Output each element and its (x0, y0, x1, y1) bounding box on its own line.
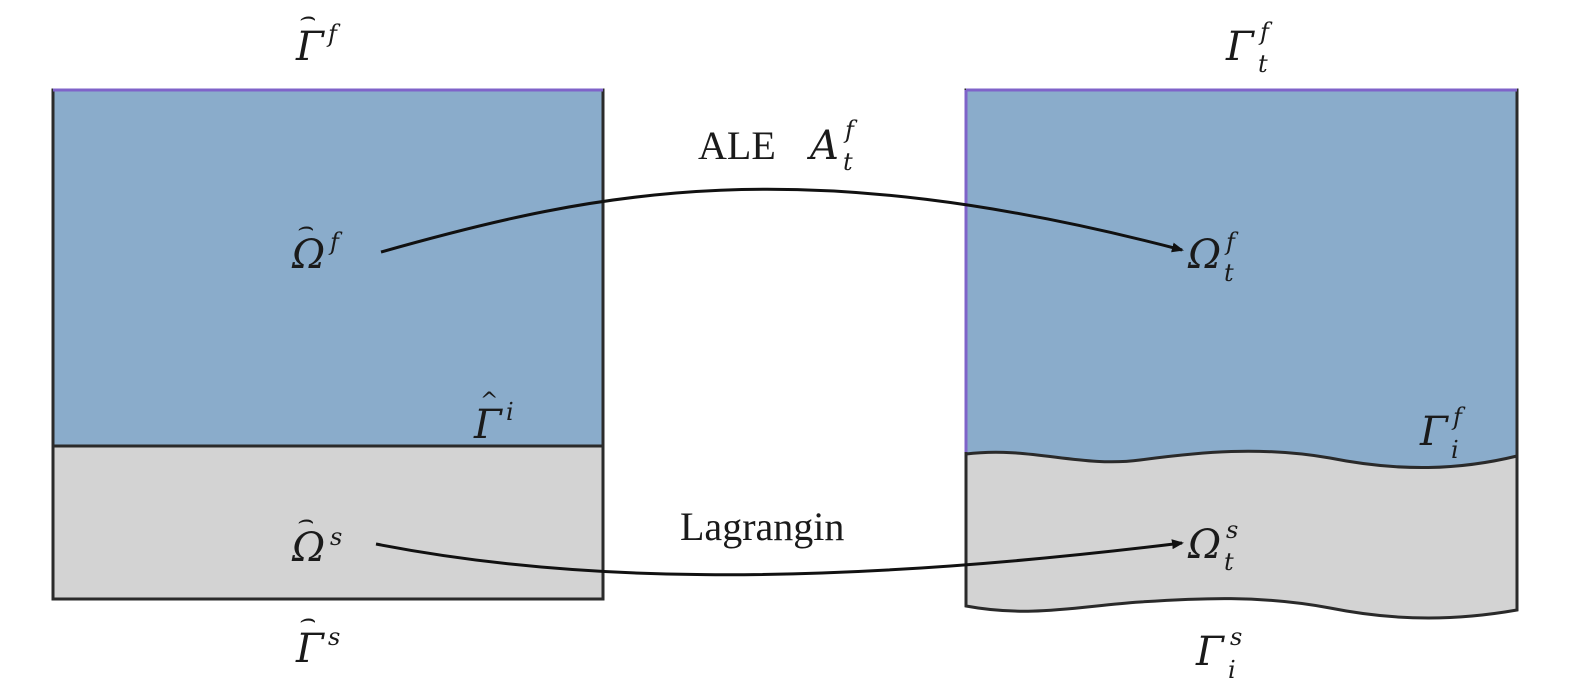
current-fluid-region (966, 90, 1517, 468)
ref-fluid-boundary-label: ⌢ Γ f (295, 2, 341, 70)
cur-solid-boundary-sup: s (1230, 623, 1242, 651)
reference-fluid-region (51, 88, 605, 448)
cur-solid-boundary-symbol: Γ (1195, 629, 1225, 675)
ref-interface-symbol: Γ (473, 402, 503, 448)
cur-solid-domain-label: Ω s t (1187, 516, 1238, 576)
ref-solid-domain-symbol: Ω (291, 525, 325, 571)
cur-fluid-boundary-symbol: Γ (1225, 24, 1255, 70)
ref-solid-domain-sup: s (330, 523, 342, 551)
ref-interface-sup: i (506, 398, 514, 426)
ref-solid-domain-label: ⌢ Ω s (291, 505, 342, 571)
ref-interface-label: ^ Γ i (473, 389, 514, 448)
ref-solid-boundary-hat: ⌢ (298, 604, 316, 634)
cur-solid-boundary-label: Γ s i (1195, 623, 1242, 684)
cur-fluid-domain-sub: t (1224, 259, 1234, 287)
cur-solid-domain-symbol: Ω (1187, 522, 1221, 568)
cur-solid-boundary-sub: i (1228, 656, 1236, 684)
lagrangian-label: Lagrangin (680, 504, 844, 549)
cur-interface-sub: i (1451, 436, 1459, 464)
cur-fluid-boundary-sub: t (1258, 50, 1268, 78)
ref-interface-hat: ^ (480, 389, 498, 414)
ale-mapping-arrow (380, 187, 1184, 254)
ref-fluid-boundary-symbol: Γ (295, 24, 325, 70)
current-interface-curve (965, 449, 1518, 469)
ref-fluid-domain-hat: ⌢ (296, 212, 314, 242)
ale-label-name: ALE (698, 123, 776, 168)
reference-solid-region (51, 444, 605, 601)
cur-fluid-domain-symbol: Ω (1187, 232, 1221, 278)
lagrangian-mapping-arrow (375, 539, 1184, 577)
current-solid-region (966, 451, 1517, 618)
ref-solid-domain-hat: ⌢ (296, 505, 314, 535)
cur-solid-domain-sub: t (1224, 548, 1234, 576)
ale-label-sub: t (843, 148, 853, 176)
cur-fluid-boundary-label: Γ f t (1225, 18, 1273, 78)
ref-solid-boundary-symbol: Γ (295, 626, 325, 672)
cur-solid-domain-sup: s (1226, 516, 1238, 544)
ale-label-sup: f (843, 116, 858, 144)
ale-label: ALE A f t (698, 116, 858, 176)
ref-fluid-domain-symbol: Ω (291, 232, 325, 278)
ref-fluid-boundary-sup: f (326, 20, 341, 48)
cur-interface-symbol: Γ (1419, 409, 1449, 455)
ref-fluid-boundary-hat: ⌢ (298, 2, 316, 32)
cur-fluid-boundary-sup: f (1258, 18, 1273, 46)
ref-solid-boundary-label: ⌢ Γ s (295, 604, 340, 672)
ale-label-symbol: A (806, 123, 839, 169)
ref-solid-boundary-sup: s (328, 623, 340, 651)
current-domain-outline (964, 88, 1519, 620)
